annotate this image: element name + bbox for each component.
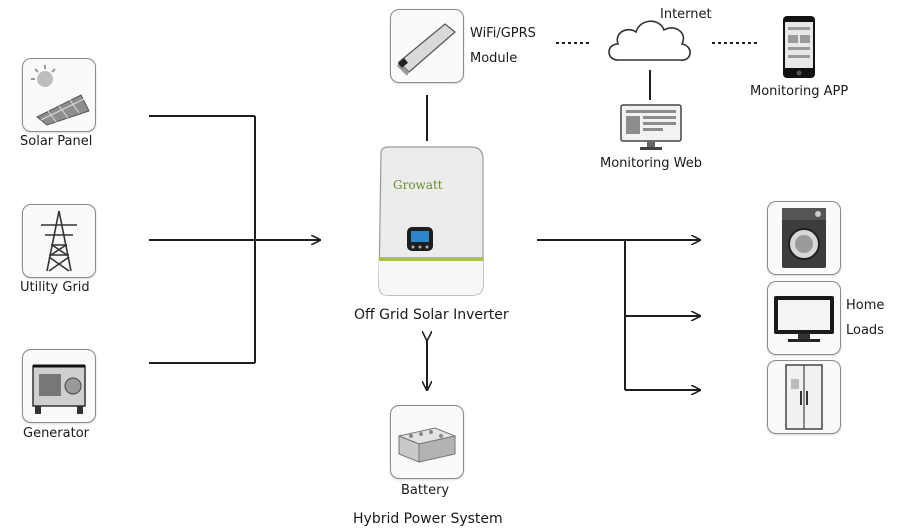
monitoring-web-monitor-icon [620, 104, 682, 150]
home-loads-label-line2: Loads [846, 323, 884, 338]
utility-grid-image [22, 204, 96, 278]
battery-label: Battery [401, 483, 450, 498]
refrigerator-image [767, 360, 841, 434]
monitoring-web-label: Monitoring Web [600, 156, 702, 171]
wifi-module-image [390, 9, 464, 83]
solar-panel-label: Solar Panel [20, 134, 93, 149]
inverter-image: Growatt [378, 146, 484, 296]
wifi-module-label-line2: Module [470, 51, 518, 66]
generator-label: Generator [23, 426, 90, 441]
diagram-caption: Hybrid Power System [353, 511, 503, 527]
internet-label: Internet [660, 7, 712, 22]
internet-cloud-icon [608, 20, 691, 61]
home-loads-label-line1: Home [846, 298, 885, 313]
solar-panel-image [22, 58, 96, 132]
inverter-brand-text: Growatt [393, 178, 443, 192]
wifi-module-label-line1: WiFi/GPRS [470, 26, 536, 41]
washing-machine-image [767, 201, 841, 275]
monitoring-app-phone-icon [783, 16, 815, 78]
generator-image [22, 349, 96, 423]
battery-image [390, 405, 464, 479]
monitoring-app-label: Monitoring APP [750, 84, 849, 99]
television-image [767, 281, 841, 355]
inverter-label: Off Grid Solar Inverter [354, 307, 509, 323]
utility-grid-label: Utility Grid [20, 280, 90, 295]
